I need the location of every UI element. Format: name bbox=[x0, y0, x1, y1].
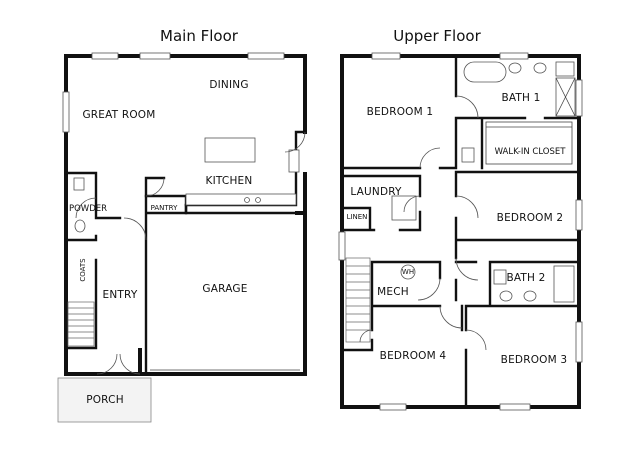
door-swing bbox=[75, 197, 97, 219]
upper-floor-title: Upper Floor bbox=[393, 27, 481, 45]
door-swing bbox=[359, 329, 373, 343]
washer-icon bbox=[391, 195, 417, 221]
room-label-pantry: PANTRY bbox=[151, 204, 178, 212]
room-label-dining: DINING bbox=[209, 79, 248, 91]
sink-icon bbox=[508, 62, 522, 74]
door-swing bbox=[145, 177, 165, 197]
door-swing bbox=[119, 353, 141, 375]
door-swing bbox=[96, 353, 118, 375]
toilet-icon bbox=[493, 269, 507, 285]
upper-interior-wall bbox=[340, 54, 581, 409]
water-heater-icon bbox=[400, 264, 416, 280]
door-swing bbox=[403, 195, 421, 213]
room-label-bath1: BATH 1 bbox=[501, 92, 540, 104]
door-swing bbox=[123, 217, 147, 241]
sink-icon bbox=[523, 290, 537, 302]
door-swing bbox=[455, 95, 479, 119]
room-label-wh: WH bbox=[402, 268, 414, 276]
window bbox=[139, 52, 171, 60]
window bbox=[62, 91, 70, 133]
room-label-mech: MECH bbox=[377, 286, 409, 298]
door-swing bbox=[419, 147, 441, 169]
shower-icon bbox=[555, 77, 576, 117]
porch-area bbox=[57, 377, 152, 423]
room-label-bedroom4: BEDROOM 4 bbox=[380, 350, 447, 362]
main-floor-title: Main Floor bbox=[160, 27, 239, 45]
closet-shelf bbox=[485, 121, 573, 165]
room-label-bath2: BATH 2 bbox=[506, 272, 545, 284]
room-label-porch: PORCH bbox=[86, 394, 124, 406]
window bbox=[379, 403, 407, 411]
room-label-powder: POWDER bbox=[69, 204, 107, 214]
upper-stairs bbox=[345, 257, 371, 343]
room-label-coats: COATS bbox=[79, 258, 87, 282]
room-label-entry: ENTRY bbox=[103, 289, 138, 301]
room-label-great-room: GREAT ROOM bbox=[82, 109, 155, 121]
toilet-icon bbox=[73, 177, 85, 191]
bathtub-icon bbox=[463, 61, 507, 83]
main-stairs bbox=[67, 301, 95, 347]
stove-burner-icon bbox=[255, 197, 261, 203]
window bbox=[575, 321, 583, 363]
window bbox=[499, 52, 529, 60]
door-swing bbox=[439, 305, 463, 329]
window bbox=[575, 79, 583, 117]
room-label-bedroom1: BEDROOM 1 bbox=[367, 106, 434, 118]
sink-icon bbox=[288, 149, 300, 173]
room-label-walk-in-closet: WALK-IN CLOSET bbox=[495, 147, 567, 157]
door-swing bbox=[284, 131, 306, 153]
door-swing bbox=[455, 257, 479, 281]
upper-floor-plan: Upper Floor bbox=[338, 27, 583, 411]
main-exterior-wall bbox=[64, 54, 307, 376]
window bbox=[247, 52, 285, 60]
closet-icon bbox=[555, 61, 575, 77]
window bbox=[91, 52, 119, 60]
main-floor-plan: Main Floor bbox=[57, 27, 307, 423]
sink-icon bbox=[74, 219, 86, 233]
room-label-garage: GARAGE bbox=[202, 283, 247, 295]
door-swing bbox=[417, 277, 441, 301]
sink-icon bbox=[499, 290, 513, 302]
bathtub-icon bbox=[553, 265, 575, 303]
room-label-kitchen: KITCHEN bbox=[206, 175, 253, 187]
toilet-icon bbox=[461, 147, 475, 163]
room-label-laundry: LAUNDRY bbox=[350, 186, 402, 198]
kitchen-counter bbox=[185, 193, 297, 206]
room-label-bedroom2: BEDROOM 2 bbox=[497, 212, 564, 224]
window bbox=[575, 199, 583, 231]
stove-burner-icon bbox=[244, 197, 250, 203]
room-label-linen: LINEN bbox=[347, 213, 368, 221]
window bbox=[371, 52, 401, 60]
window bbox=[338, 231, 346, 261]
door-swing bbox=[465, 329, 487, 351]
kitchen-island bbox=[204, 137, 256, 163]
door-swing bbox=[455, 195, 479, 219]
room-label-bedroom3: BEDROOM 3 bbox=[501, 354, 568, 366]
sink-icon bbox=[533, 62, 547, 74]
window bbox=[499, 403, 531, 411]
